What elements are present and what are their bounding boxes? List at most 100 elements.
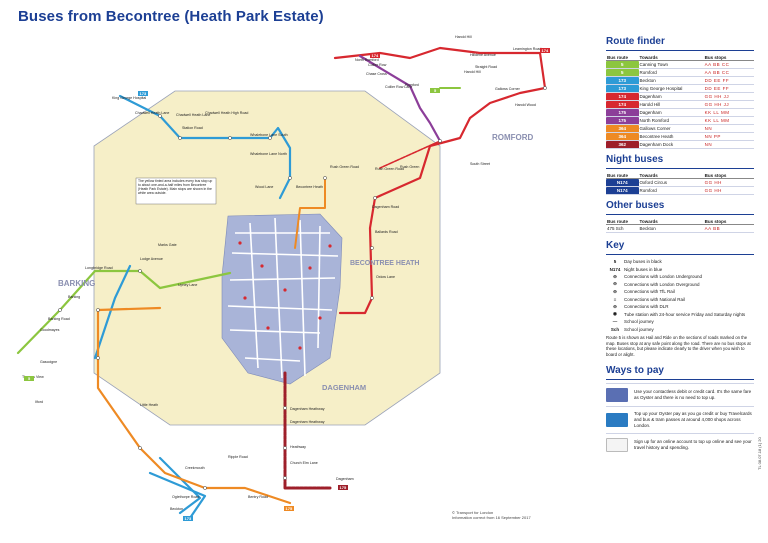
pay-oyster: Top up your Oyster pay as you go credit … — [606, 406, 754, 433]
route-stops: NN — [703, 124, 754, 133]
svg-text:175: 175 — [286, 506, 293, 511]
other-buses-table: Bus route Towards Bus stops 475 Sch Beck… — [606, 218, 754, 233]
route-badge — [183, 516, 193, 521]
footer: © Transport for London Information corre… — [452, 510, 531, 520]
route-stops: AA BB CC — [703, 60, 754, 69]
route-towards: Gallows Corner — [638, 124, 704, 133]
stop-label: Dagenham — [336, 477, 354, 481]
key-text: Tube station with 24-hour service Friday… — [624, 311, 746, 317]
contactless-card-icon — [606, 388, 628, 402]
stop-label: Beckton — [170, 507, 183, 511]
route-towards: Harold Hill — [638, 100, 704, 109]
stop-label: Becontree Heath — [296, 185, 323, 189]
route-towards: Dagenham — [638, 92, 704, 101]
route-badge — [138, 91, 148, 96]
route-number: 175 — [606, 116, 639, 125]
stop-label: Chadwell Heath Lane — [135, 111, 169, 115]
other-buses-title: Other buses — [606, 200, 754, 215]
key-text: Connections with London Underground — [624, 274, 703, 280]
key-symbol: ≡ — [613, 296, 617, 302]
night-buses-title: Night buses — [606, 154, 754, 169]
key-text: School journey — [624, 319, 654, 325]
pay-text: Top up your Oyster pay as you go credit … — [634, 411, 752, 428]
stop-label: King George Hospital — [112, 96, 146, 100]
footer-date: Information correct from 16 September 20… — [452, 515, 531, 520]
stop-label: Barking Road — [48, 317, 70, 321]
route-stops: DD EE FF — [703, 84, 754, 93]
oyster-card-icon — [606, 413, 628, 427]
stop-label: Church Elm Lane — [290, 461, 318, 465]
area-label-barking: BARKING — [58, 279, 95, 288]
key-item: ⊖Connections with London Underground — [606, 273, 754, 281]
column-header: Towards — [638, 172, 704, 179]
stop-label: Ilford — [35, 400, 43, 404]
route-number: 475 Sch — [606, 224, 639, 233]
stop-label: Romford — [405, 83, 419, 87]
stop-label: Rush Green — [400, 165, 419, 169]
route-stops: AA BB — [703, 224, 754, 233]
svg-text:173: 173 — [140, 91, 147, 96]
key-title: Key — [606, 240, 754, 255]
route-orange-line — [96, 306, 292, 505]
stop-label: Rush Green Road — [375, 167, 404, 171]
stop-label: Wood Lane — [255, 185, 273, 189]
stop-label: Harold Hill — [464, 70, 481, 74]
key-text: School journey — [624, 326, 654, 332]
area-label-dagenham: DAGENHAM — [322, 383, 366, 392]
table-row: 475 Sch Beckton AA BB — [606, 224, 754, 233]
route-towards: Romford — [638, 68, 704, 77]
heath-park-estate — [221, 213, 343, 385]
route-stops: GG HH — [703, 178, 754, 187]
route-stops: NN PP — [703, 132, 754, 141]
route-stops: NN — [703, 140, 754, 149]
route-stops: AA BB CC — [703, 68, 754, 77]
stop-label: Dagenham Road — [372, 205, 399, 209]
route-173-line — [93, 94, 292, 515]
key-item: ≡Connections with National Rail — [606, 296, 754, 304]
route-173-lower — [148, 471, 207, 520]
stop-label: Lodge Avenue — [140, 257, 163, 261]
stop-label: Chase Cross — [366, 72, 387, 76]
stop-label: Oxlow Lane — [376, 275, 395, 279]
key-symbol: — — [612, 319, 618, 325]
stop-label: Gallows Corner — [495, 87, 521, 91]
key-text: Connections with London Overground — [624, 281, 700, 287]
route-number: 5 — [606, 60, 639, 69]
route-stops: GG HH JJ — [703, 100, 754, 109]
route-number: 173 — [606, 84, 639, 93]
key-symbol: ⊖ — [613, 281, 617, 287]
stop-label: Collier Row — [368, 63, 387, 67]
key-symbol: 5 — [613, 259, 617, 265]
route-5-line — [16, 269, 232, 355]
stop-label: Station Road — [182, 126, 203, 130]
area-label-becontree-heath: BECONTREE HEATH — [350, 260, 419, 267]
stop-label: Dagenham Heathway — [290, 407, 325, 411]
route-stops: GG HH JJ — [703, 92, 754, 101]
key-text: Day buses in black — [624, 259, 662, 265]
svg-text:173: 173 — [185, 516, 192, 521]
key-symbol: ⊖ — [613, 303, 617, 309]
map-title: Buses from Becontree (Heath Park Estate) — [18, 8, 324, 25]
route-romford-link — [379, 140, 441, 169]
column-header: Bus route — [606, 172, 639, 179]
key-text: Connections with TfL Rail — [624, 289, 675, 295]
key-symbol: N174 — [609, 266, 621, 272]
route-stops: GG HH — [703, 186, 754, 195]
route-towards: North Romford — [638, 116, 704, 125]
key-symbol: ⊖ — [613, 288, 617, 294]
svg-text:175: 175 — [340, 485, 347, 490]
route-badge — [284, 506, 294, 511]
side-panel: Route finder Bus route Towards Bus stops… — [606, 36, 754, 456]
stop-label: Ripple Road — [228, 455, 248, 459]
pay-text: Use your contactless debit or credit car… — [634, 389, 752, 400]
stop-label: Upney Lane — [178, 283, 197, 287]
